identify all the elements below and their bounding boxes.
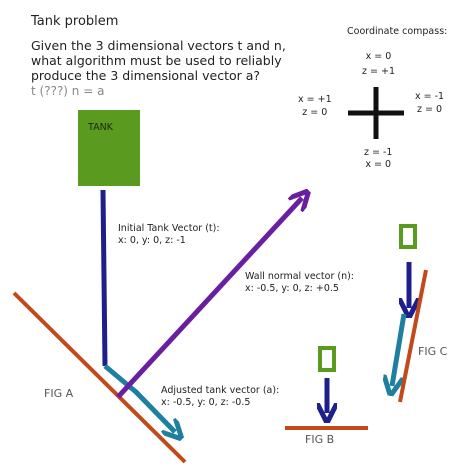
page-title: Tank problem bbox=[31, 14, 119, 29]
compass-cross bbox=[348, 87, 404, 139]
compass-left-label: x = +1 z = 0 bbox=[298, 94, 332, 119]
adjusted-vector-fig-c bbox=[392, 313, 407, 386]
question-line-2: what algorithm must be used to reliably bbox=[31, 53, 282, 68]
initial-tank-vector bbox=[100, 189, 108, 367]
initial-vector-title: Initial Tank Vector (t): bbox=[118, 223, 220, 234]
wall-line-fig-c bbox=[398, 269, 428, 403]
wall-line-fig-a bbox=[12, 291, 187, 464]
wall-normal-title: Wall normal vector (n): bbox=[245, 271, 354, 282]
compass-top-x: x = 0 bbox=[365, 51, 392, 62]
adjusted-vector-title: Adjusted tank vector (a): bbox=[161, 385, 280, 396]
compass-right-z: z = 0 bbox=[417, 104, 443, 115]
wall-normal-label: Wall normal vector (n): x: -0.5, y: 0, z… bbox=[245, 271, 354, 295]
compass-top-z: z = +1 bbox=[362, 66, 395, 77]
compass-right-label: x = -1 z = 0 bbox=[415, 91, 444, 116]
question-text: Given the 3 dimensional vectors t and n,… bbox=[31, 38, 286, 83]
adjusted-vector-values: x: -0.5, y: 0, z: -0.5 bbox=[161, 397, 251, 408]
question-line-3: produce the 3 dimensional vector a? bbox=[31, 68, 261, 83]
compass-right-x: x = -1 bbox=[415, 91, 445, 102]
compass-bottom-x: x = 0 bbox=[365, 159, 392, 170]
initial-vector-values: x: 0, y: 0, z: -1 bbox=[118, 235, 186, 246]
adjusted-vector-label: Adjusted tank vector (a): x: -0.5, y: 0,… bbox=[161, 385, 279, 409]
initial-vector-label: Initial Tank Vector (t): x: 0, y: 0, z: … bbox=[118, 223, 220, 247]
fig-a-label: FIG A bbox=[44, 387, 74, 400]
wall-normal-vector bbox=[116, 198, 302, 399]
tank-small-fig-c bbox=[399, 224, 417, 249]
tank-label: TANK bbox=[88, 122, 113, 133]
compass-title: Coordinate compass: bbox=[347, 26, 448, 37]
compass-bottom-z: z = -1 bbox=[364, 147, 393, 158]
fig-b-label: FIG B bbox=[305, 433, 335, 446]
compass-left-z: z = 0 bbox=[302, 107, 328, 118]
tank-body bbox=[78, 110, 140, 186]
question-line-1: Given the 3 dimensional vectors t and n, bbox=[31, 38, 286, 53]
fig-c-label: FIG C bbox=[418, 345, 448, 358]
wall-normal-values: x: -0.5, y: 0, z: +0.5 bbox=[245, 283, 339, 294]
compass-bottom-label: z = -1 x = 0 bbox=[364, 147, 392, 171]
tank-small-fig-b bbox=[318, 346, 336, 372]
adjusted-tank-vector bbox=[103, 364, 175, 432]
compass-top-label: x = 0 z = +1 bbox=[362, 51, 395, 78]
compass-left-x: x = +1 bbox=[298, 94, 332, 105]
formula-text: t (???) n = a bbox=[31, 84, 105, 98]
